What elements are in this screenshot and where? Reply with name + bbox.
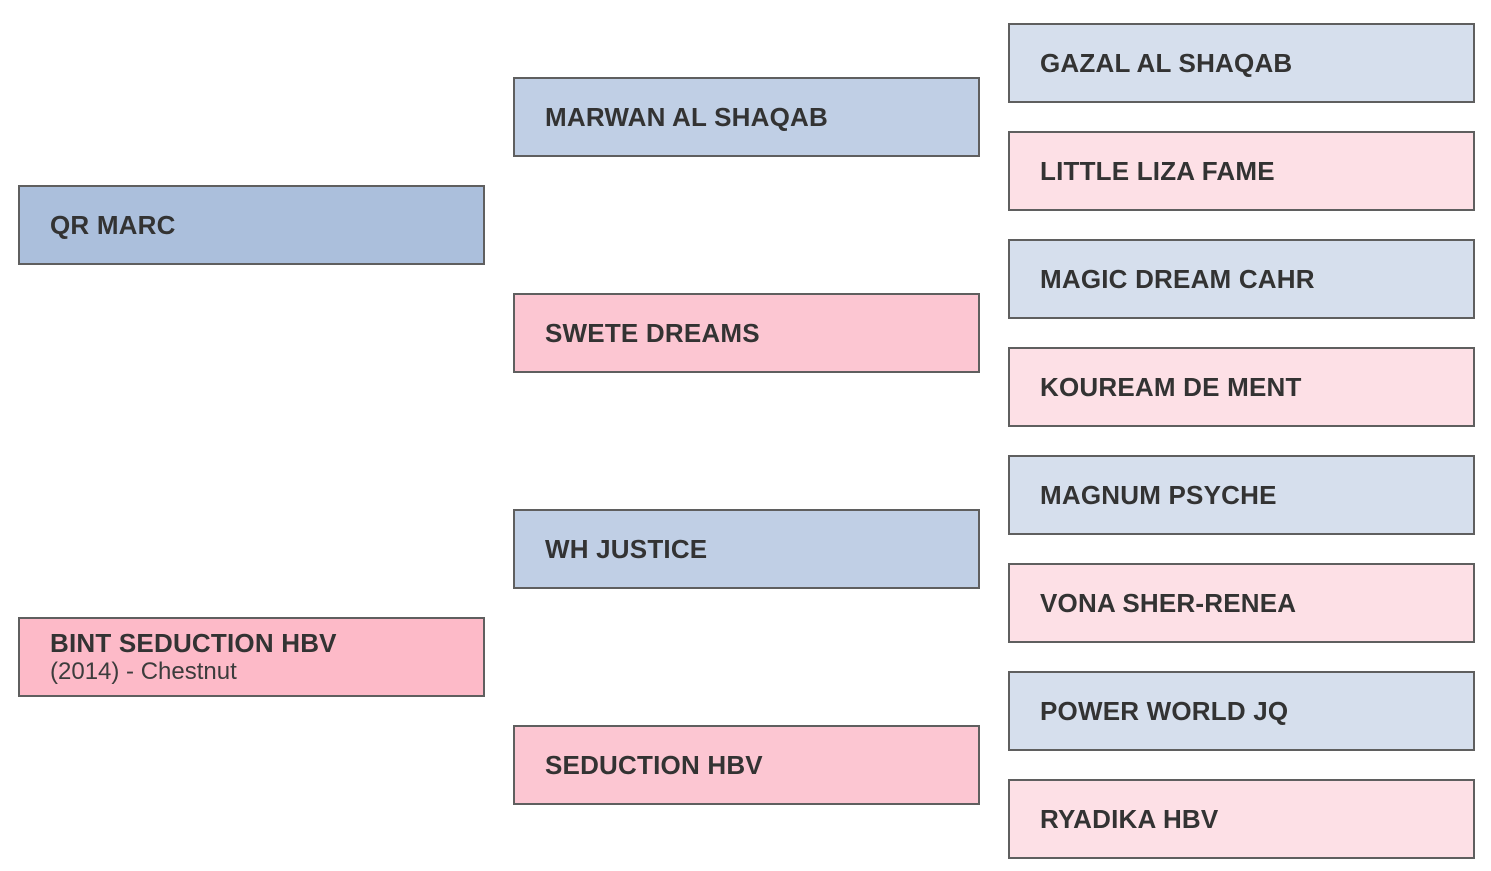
dam-sire-name: WH JUSTICE	[545, 534, 708, 564]
sire-dam-sire-name: MAGIC DREAM CAHR	[1040, 264, 1315, 294]
sire-dam-name: SWETE DREAMS	[545, 318, 760, 348]
dam-detail: (2014) - Chestnut	[50, 658, 237, 685]
dam-box: BINT SEDUCTION HBV (2014) - Chestnut	[18, 617, 485, 697]
dam-dam-box: SEDUCTION HBV	[513, 725, 980, 805]
dam-dam-sire-name: POWER WORLD JQ	[1040, 696, 1289, 726]
sire-sire-sire-box: GAZAL AL SHAQAB	[1008, 23, 1475, 103]
dam-sire-dam-box: VONA SHER-RENEA	[1008, 563, 1475, 643]
sire-sire-dam-box: LITTLE LIZA FAME	[1008, 131, 1475, 211]
sire-dam-box: SWETE DREAMS	[513, 293, 980, 373]
sire-sire-dam-name: LITTLE LIZA FAME	[1040, 156, 1275, 186]
dam-sire-sire-box: MAGNUM PSYCHE	[1008, 455, 1475, 535]
sire-sire-sire-name: GAZAL AL SHAQAB	[1040, 48, 1293, 78]
sire-dam-dam-box: KOUREAM DE MENT	[1008, 347, 1475, 427]
dam-sire-box: WH JUSTICE	[513, 509, 980, 589]
sire-name: QR MARC	[50, 210, 176, 240]
dam-dam-dam-name: RYADIKA HBV	[1040, 804, 1219, 834]
dam-sire-sire-name: MAGNUM PSYCHE	[1040, 480, 1277, 510]
sire-box: QR MARC	[18, 185, 485, 265]
dam-dam-dam-box: RYADIKA HBV	[1008, 779, 1475, 859]
dam-dam-sire-box: POWER WORLD JQ	[1008, 671, 1475, 751]
sire-dam-dam-name: KOUREAM DE MENT	[1040, 372, 1302, 402]
dam-dam-name: SEDUCTION HBV	[545, 750, 763, 780]
dam-sire-dam-name: VONA SHER-RENEA	[1040, 588, 1297, 618]
sire-dam-sire-box: MAGIC DREAM CAHR	[1008, 239, 1475, 319]
dam-name: BINT SEDUCTION HBV	[50, 628, 337, 658]
sire-sire-box: MARWAN AL SHAQAB	[513, 77, 980, 157]
sire-sire-name: MARWAN AL SHAQAB	[545, 102, 828, 132]
